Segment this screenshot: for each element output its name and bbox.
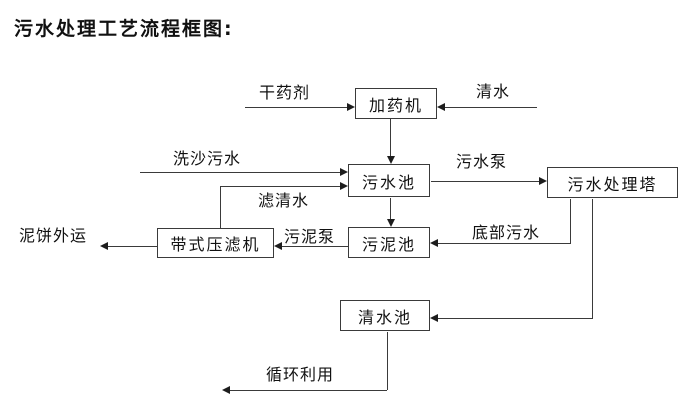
label-recycling: 循环利用 [266,365,335,384]
arrow-tower-to-clean-line [438,318,593,319]
node-belt-filter-press: 带式压滤机 [157,228,274,258]
arrow-dry-chemical-line [245,107,348,108]
label-clean-water: 清水 [476,82,511,101]
label-sludge-pump: 污泥泵 [284,227,336,246]
node-clean-water-pool: 清水池 [340,300,430,331]
arrow-pool-to-sludge-head-icon [387,219,395,227]
arrow-sewage-pump-line [431,181,540,182]
arrow-sludge-pump-line [282,246,348,247]
node-sewage-pool: 污水池 [348,164,430,197]
arrow-dry-chemical-head-icon [347,103,355,111]
page-title: 污水处理工艺流程框图: [14,18,234,40]
arrow-sand-sewage-head-icon [340,168,348,176]
label-sand-washing-sewage: 洗沙污水 [173,149,242,168]
arrow-recycling-riser [387,332,388,390]
arrow-clean-water-line [444,107,537,108]
arrow-recycling-line [230,390,387,391]
arrow-tower-to-clean-head-icon [430,314,438,322]
label-dry-chemical: 干药剂 [259,83,311,102]
arrow-filtered-water-riser [220,186,221,228]
arrow-pool-to-sludge-line [390,198,391,221]
arrow-mud-cake-head-icon [100,242,108,250]
arrow-sewage-pump-head-icon [539,177,547,185]
label-mud-cake-transport: 泥饼外运 [19,226,88,245]
arrow-bottom-sewage-line [438,243,571,244]
arrow-mud-cake-line [108,246,157,247]
arrow-filtered-water-head-icon [340,182,348,190]
node-dosing-machine: 加药机 [355,88,437,119]
arrow-tower-to-clean-riser [592,199,593,318]
label-sewage-pump: 污水泵 [456,152,508,171]
arrow-sand-sewage-line [140,172,341,173]
arrow-dosing-to-pool-line [390,119,391,158]
node-treatment-tower: 污水处理塔 [547,167,678,198]
label-filtered-water: 滤清水 [258,191,310,210]
arrow-bottom-sewage-head-icon [430,239,438,247]
arrow-clean-water-head-icon [437,103,445,111]
arrow-filtered-water-line [220,186,341,187]
arrow-dosing-to-pool-head-icon [387,156,395,164]
arrow-sludge-pump-head-icon [274,242,282,250]
node-sludge-pool: 污泥池 [348,227,430,258]
label-bottom-sewage: 底部污水 [472,223,541,242]
arrow-bottom-sewage-riser [570,199,571,243]
arrow-recycling-head-icon [222,386,230,394]
